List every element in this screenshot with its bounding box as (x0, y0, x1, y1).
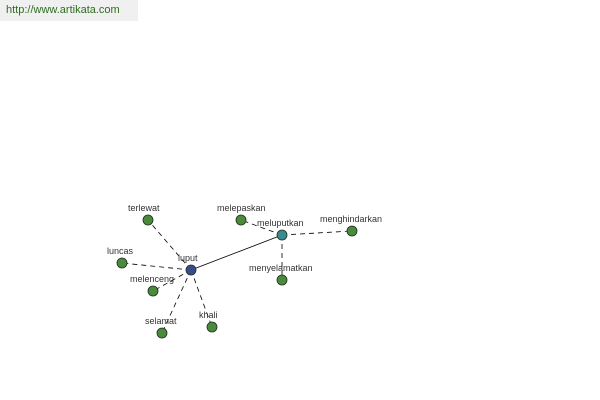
node-label-khali[interactable]: khali (199, 310, 218, 320)
node-menghindarkan[interactable]: menghindarkan (320, 214, 382, 237)
node-marker-luncas[interactable] (116, 257, 128, 269)
edge-luput-selamat (161, 269, 192, 334)
node-marker-menghindarkan[interactable] (346, 225, 358, 237)
node-terlewat[interactable]: terlewat (128, 203, 160, 226)
node-selamat[interactable]: selamat (145, 316, 177, 339)
node-marker-terlewat[interactable] (142, 214, 154, 226)
node-label-melenceng[interactable]: melenceng (130, 274, 174, 284)
edges-layer (121, 219, 353, 334)
node-label-menghindarkan[interactable]: menghindarkan (320, 214, 382, 224)
node-melepaskan[interactable]: melepaskan (217, 203, 266, 226)
node-melenceng[interactable]: melenceng (130, 274, 174, 297)
node-menyelamatkan[interactable]: menyelamatkan (249, 263, 313, 286)
node-marker-melepaskan[interactable] (235, 214, 247, 226)
edge-luput-melenceng (152, 269, 192, 292)
node-luncas[interactable]: luncas (107, 246, 134, 269)
edge-meluputkan-menghindarkan (281, 230, 353, 236)
node-label-menyelamatkan[interactable]: menyelamatkan (249, 263, 313, 273)
edge-luput-meluputkan (190, 234, 283, 271)
node-label-luput[interactable]: luput (178, 253, 198, 263)
edge-meluputkan-melepaskan (240, 219, 283, 236)
nodes-layer: luput meluputkan terlewat luncas melenceng se… (107, 203, 382, 339)
node-label-melepaskan[interactable]: melepaskan (217, 203, 266, 213)
node-khali[interactable]: khali (199, 310, 218, 333)
node-label-terlewat[interactable]: terlewat (128, 203, 160, 213)
node-marker-menyelamatkan[interactable] (276, 274, 288, 286)
node-label-selamat[interactable]: selamat (145, 316, 177, 326)
edge-luput-khali (190, 269, 213, 328)
node-marker-melenceng[interactable] (147, 285, 159, 297)
node-marker-selamat[interactable] (156, 327, 168, 339)
node-marker-luput[interactable] (185, 264, 197, 276)
node-label-meluputkan[interactable]: meluputkan (257, 218, 304, 228)
site-url[interactable]: http://www.artikata.com (0, 0, 138, 21)
node-meluputkan[interactable]: meluputkan (257, 218, 304, 241)
edge-luput-luncas (121, 262, 192, 271)
node-marker-khali[interactable] (206, 321, 218, 333)
node-label-luncas[interactable]: luncas (107, 246, 134, 256)
node-marker-meluputkan[interactable] (276, 229, 288, 241)
edge-luput-terlewat (147, 219, 192, 271)
node-luput[interactable]: luput (178, 253, 198, 276)
